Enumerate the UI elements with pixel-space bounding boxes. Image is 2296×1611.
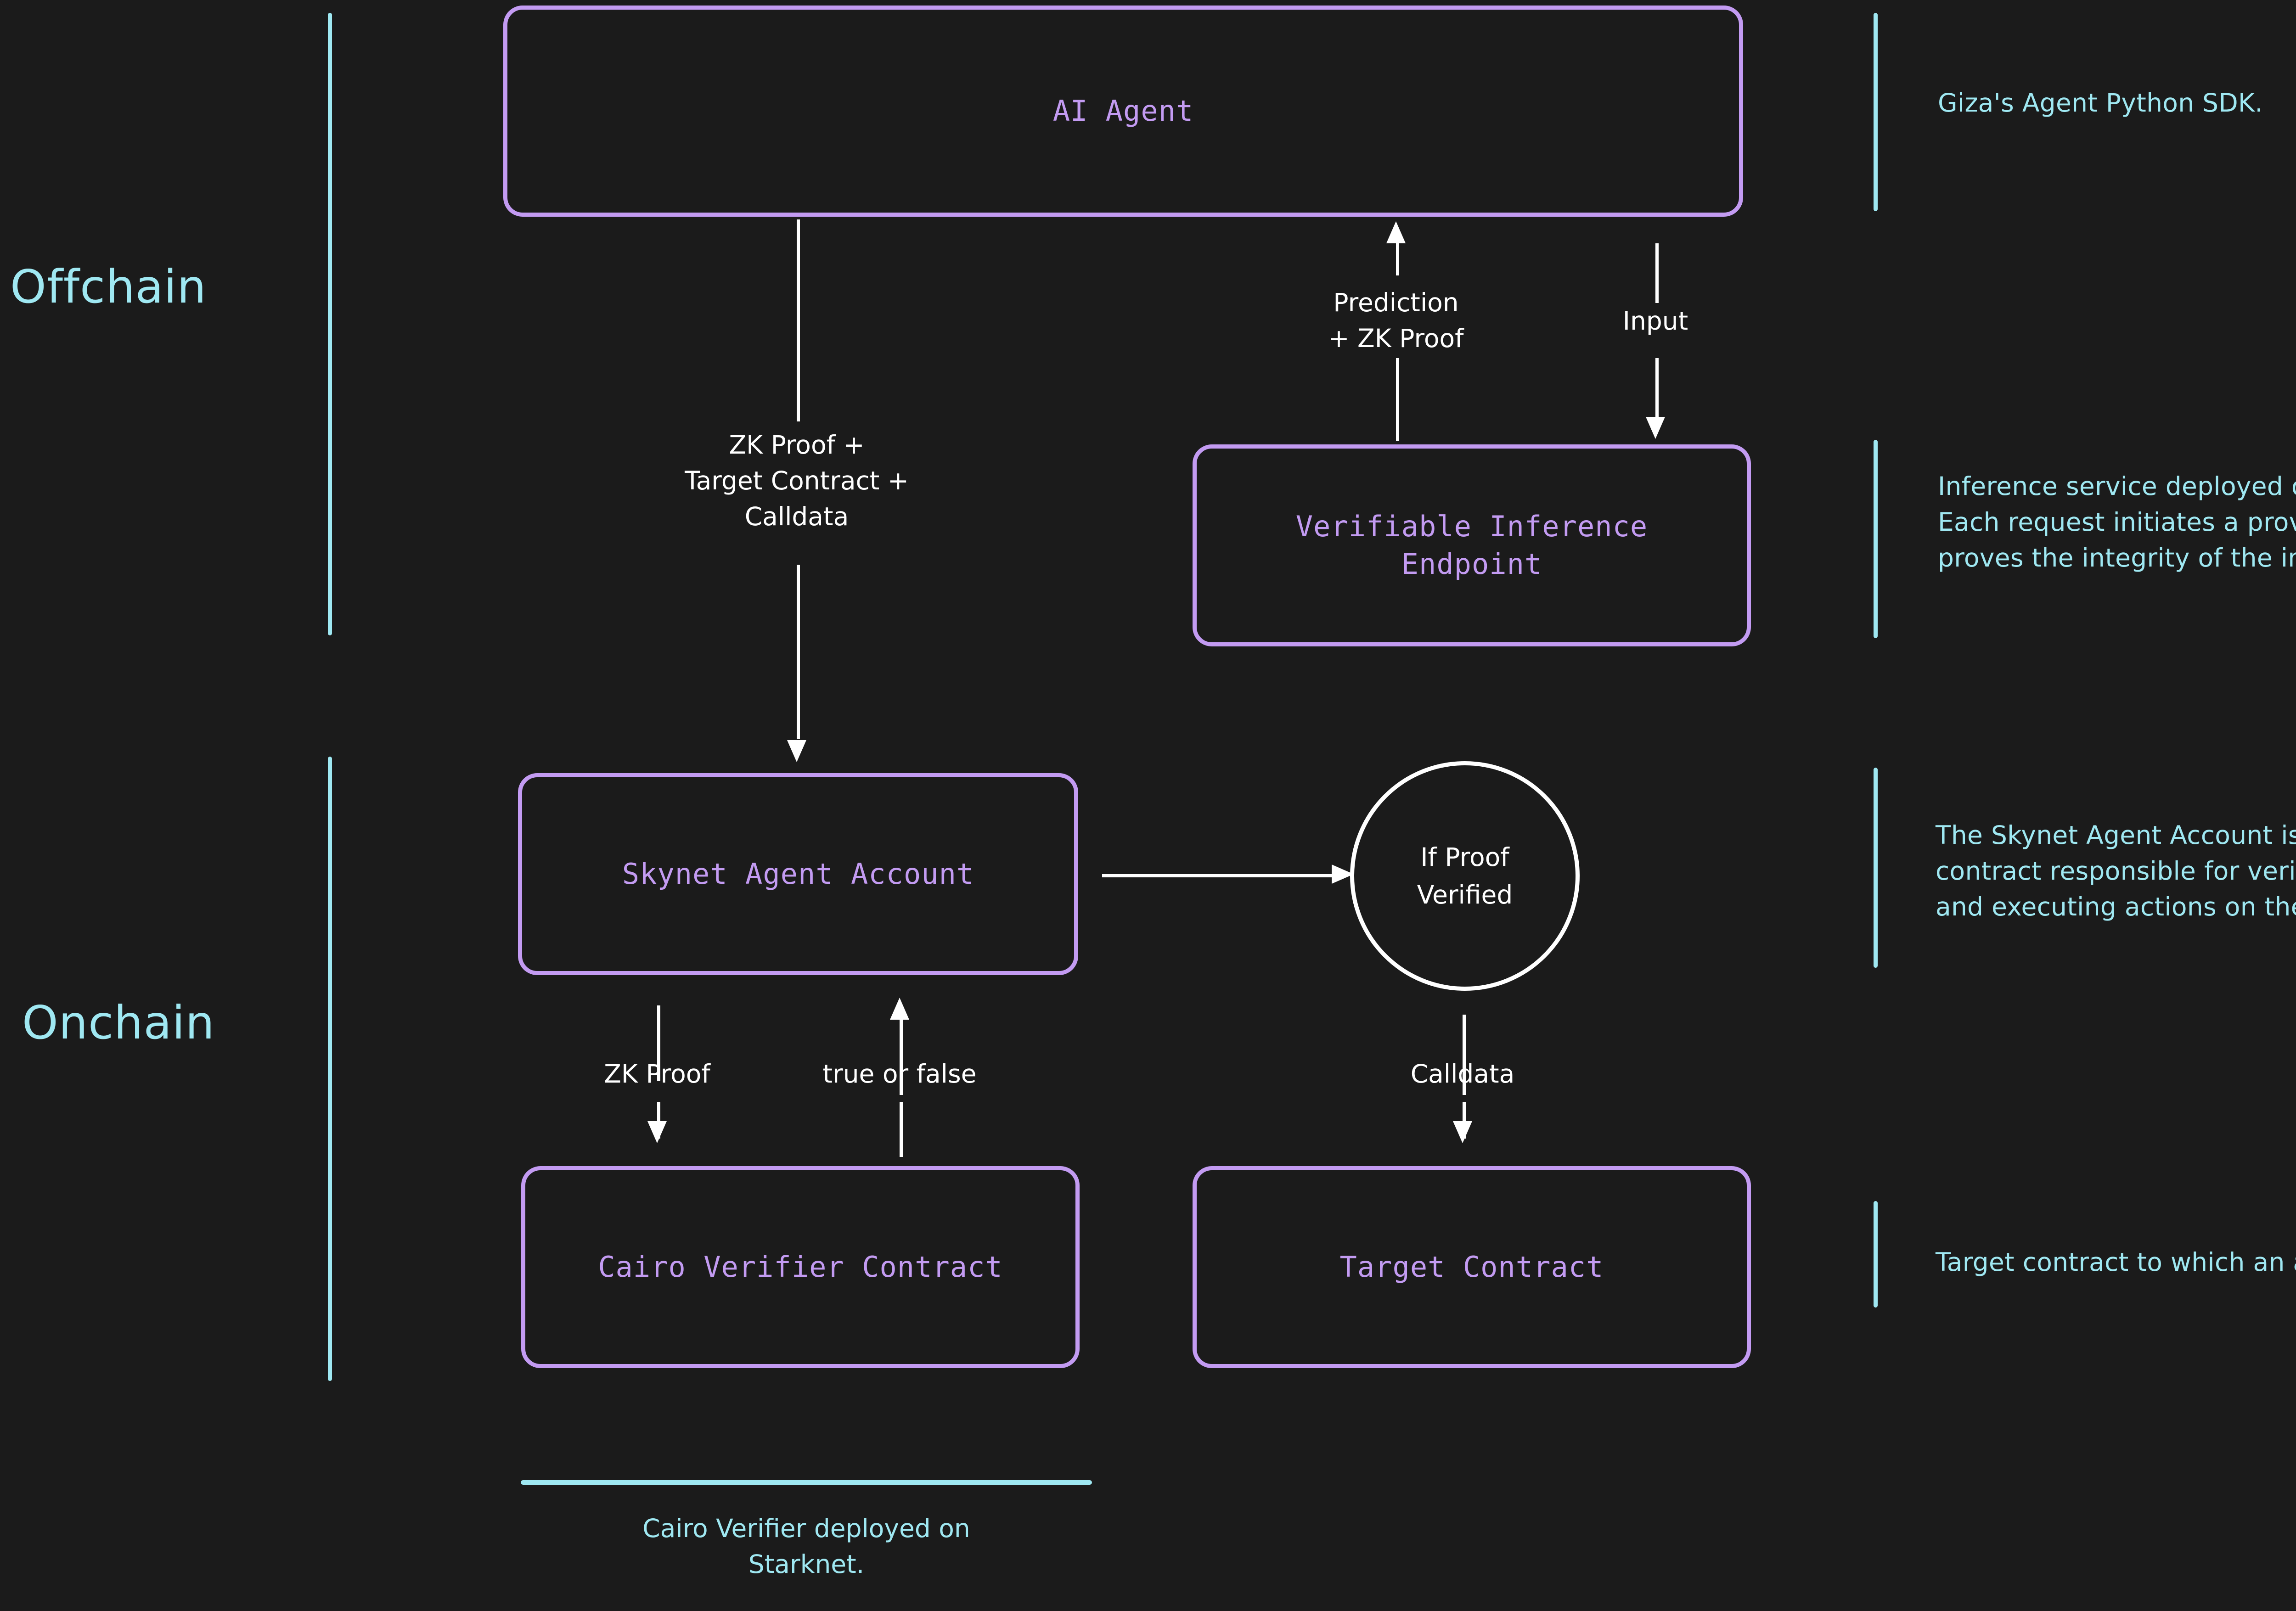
node-skynet-agent-account-label: Skynet Agent Account bbox=[622, 857, 974, 891]
edge-label-zk-proof: ZK Proof bbox=[604, 1059, 710, 1089]
section-divider-onchain bbox=[328, 757, 332, 1381]
annotation-divider-1 bbox=[1874, 13, 1878, 211]
edge-decision-to-target-lower bbox=[1463, 1102, 1466, 1139]
node-verifiable-inference-endpoint-label: Verifiable Inference Endpoint bbox=[1295, 510, 1648, 581]
section-label-onchain: Onchain bbox=[22, 996, 215, 1050]
bottom-note-rule bbox=[521, 1480, 1092, 1485]
edge-ai-agent-to-endpoint-upper bbox=[1655, 243, 1659, 303]
edge-skynet-to-cairo-upper bbox=[657, 1005, 660, 1081]
edge-endpoint-to-ai-agent-lower bbox=[1396, 358, 1399, 441]
node-skynet-agent-account[interactable]: Skynet Agent Account bbox=[518, 773, 1078, 975]
arrow-head-endpoint-to-ai-agent bbox=[1386, 221, 1406, 243]
annotation-target-contract: Target contract to which an action is ap… bbox=[1936, 1247, 2296, 1277]
node-cairo-verifier-contract[interactable]: Cairo Verifier Contract bbox=[521, 1166, 1080, 1368]
edge-decision-to-target-upper bbox=[1463, 1015, 1466, 1095]
arrow-head-ai-agent-to-skynet bbox=[787, 740, 806, 762]
annotation-divider-4 bbox=[1874, 1201, 1878, 1308]
arrow-head-ai-agent-to-endpoint bbox=[1646, 417, 1665, 439]
annotation-skynet-account: The Skynet Agent Account is an Account A… bbox=[1936, 820, 2296, 922]
edge-label-prediction-zk-proof: Prediction + ZK Proof bbox=[1328, 288, 1464, 354]
annotation-inference-service: Inference service deployed on the Giza p… bbox=[1938, 472, 2296, 573]
arrow-head-decision-to-target bbox=[1453, 1121, 1472, 1143]
edge-cairo-to-skynet-upper bbox=[900, 1019, 903, 1095]
edge-ai-agent-to-endpoint-lower bbox=[1655, 358, 1659, 418]
node-target-contract[interactable]: Target Contract bbox=[1193, 1166, 1751, 1368]
edge-label-zk-proof-target-calldata: ZK Proof + Target Contract + Calldata bbox=[685, 430, 909, 532]
node-ai-agent-label: AI Agent bbox=[1052, 94, 1194, 128]
edge-ai-agent-to-skynet-lower bbox=[797, 565, 800, 739]
edge-endpoint-to-ai-agent-upper bbox=[1396, 243, 1399, 275]
annotation-divider-3 bbox=[1874, 768, 1878, 968]
arrow-head-skynet-to-decision bbox=[1332, 864, 1354, 884]
section-divider-offchain bbox=[328, 13, 332, 635]
node-verifiable-inference-endpoint[interactable]: Verifiable Inference Endpoint bbox=[1193, 444, 1751, 646]
annotation-cairo-verifier-starknet: Cairo Verifier deployed on Starknet. bbox=[642, 1514, 970, 1579]
annotation-agent-sdk: Giza's Agent Python SDK. bbox=[1938, 88, 2263, 118]
edge-label-calldata: Calldata bbox=[1410, 1059, 1515, 1089]
annotation-divider-2 bbox=[1874, 440, 1878, 638]
edge-label-true-or-false: true or false bbox=[822, 1059, 977, 1089]
edge-ai-agent-to-skynet-upper bbox=[797, 219, 800, 421]
section-label-offchain: Offchain bbox=[10, 260, 207, 314]
decision-if-proof-verified[interactable]: If Proof Verified bbox=[1350, 761, 1580, 991]
node-target-contract-label: Target Contract bbox=[1339, 1250, 1604, 1284]
decision-if-proof-verified-label: If Proof Verified bbox=[1417, 842, 1513, 910]
node-cairo-verifier-contract-label: Cairo Verifier Contract bbox=[598, 1250, 1003, 1284]
edge-cairo-to-skynet-lower bbox=[900, 1102, 903, 1157]
edge-skynet-to-cairo-lower bbox=[657, 1102, 660, 1139]
arrow-head-cairo-to-skynet bbox=[890, 998, 909, 1020]
node-ai-agent[interactable]: AI Agent bbox=[503, 6, 1743, 217]
edge-skynet-to-decision bbox=[1102, 874, 1334, 877]
arrow-head-skynet-to-cairo bbox=[647, 1121, 667, 1143]
edge-label-input: Input bbox=[1622, 306, 1688, 336]
